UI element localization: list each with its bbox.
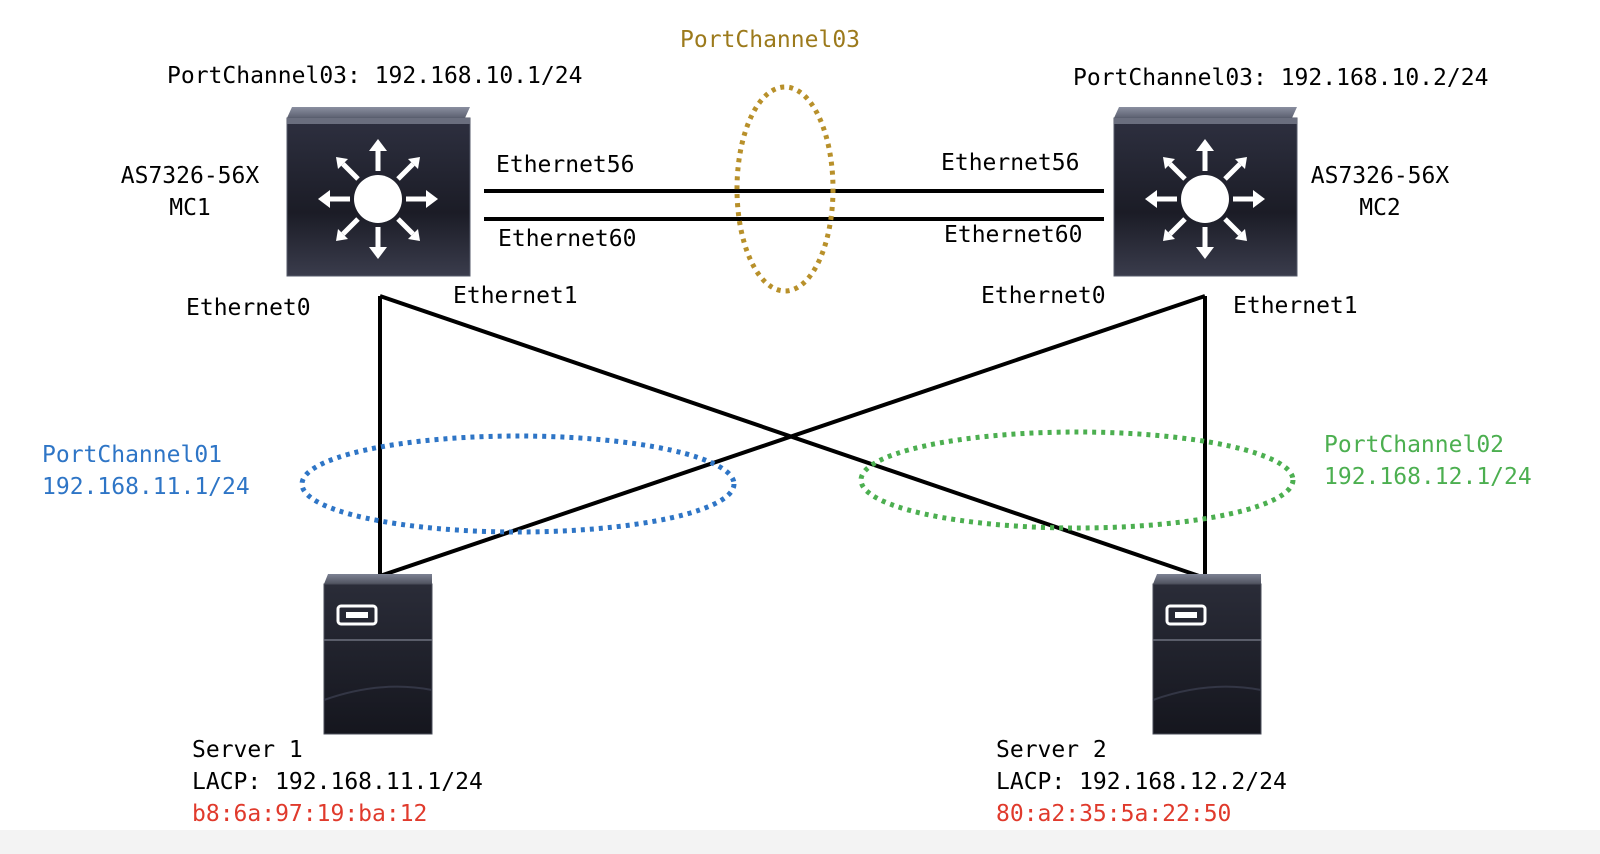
link-mc2-eth0-server1: [379, 294, 1206, 578]
server-2-name: Server 2: [996, 737, 1107, 763]
mc2-ethernet0-label: Ethernet0: [981, 283, 1106, 309]
mc2-portchannel03-ip: PortChannel03: 192.168.10.2/24: [1073, 65, 1489, 91]
server-1-lacp: LACP: 192.168.11.1/24: [192, 769, 483, 795]
portchannel01-ip: 192.168.11.1/24: [42, 474, 250, 500]
server-1-mac: b8:6a:97:19:ba:12: [192, 801, 428, 827]
mc1-ethernet1-label: Ethernet1: [453, 283, 578, 309]
server-1-name: Server 1: [192, 737, 303, 763]
switch-mc2-icon: [1113, 107, 1298, 277]
mc2-name: MC2: [1359, 195, 1401, 221]
server-2-icon: [1152, 574, 1262, 735]
server-2-lacp: LACP: 192.168.12.2/24: [996, 769, 1287, 795]
mc1-name: MC1: [169, 195, 211, 221]
mc1-ethernet0-label: Ethernet0: [186, 295, 311, 321]
mc1-model: AS7326-56X: [120, 163, 260, 189]
mc2-model: AS7326-56X: [1310, 163, 1450, 189]
mc1-ethernet56-label: Ethernet56: [496, 152, 635, 178]
mc1-ethernet60-label: Ethernet60: [498, 226, 637, 252]
portchannel01-ellipse: [299, 433, 737, 535]
portchannel02-ellipse: [858, 429, 1296, 531]
server-1-icon: [323, 574, 433, 735]
mc2-ethernet1-label: Ethernet1: [1233, 293, 1358, 319]
bottom-strip: [0, 830, 1600, 854]
server-2-mac: 80:a2:35:5a:22:50: [996, 801, 1232, 827]
portchannel03-ellipse: [734, 84, 836, 294]
mc1-portchannel03-ip: PortChannel03: 192.168.10.1/24: [167, 63, 583, 89]
portchannel02-ip: 192.168.12.1/24: [1324, 464, 1532, 490]
mc2-ethernet60-label: Ethernet60: [944, 222, 1083, 248]
portchannel03-title: PortChannel03: [680, 27, 861, 53]
mc2-ethernet56-label: Ethernet56: [941, 150, 1080, 176]
switch-mc1-icon: [286, 107, 471, 277]
portchannel02-name: PortChannel02: [1324, 432, 1505, 458]
portchannel01-name: PortChannel01: [42, 442, 223, 468]
